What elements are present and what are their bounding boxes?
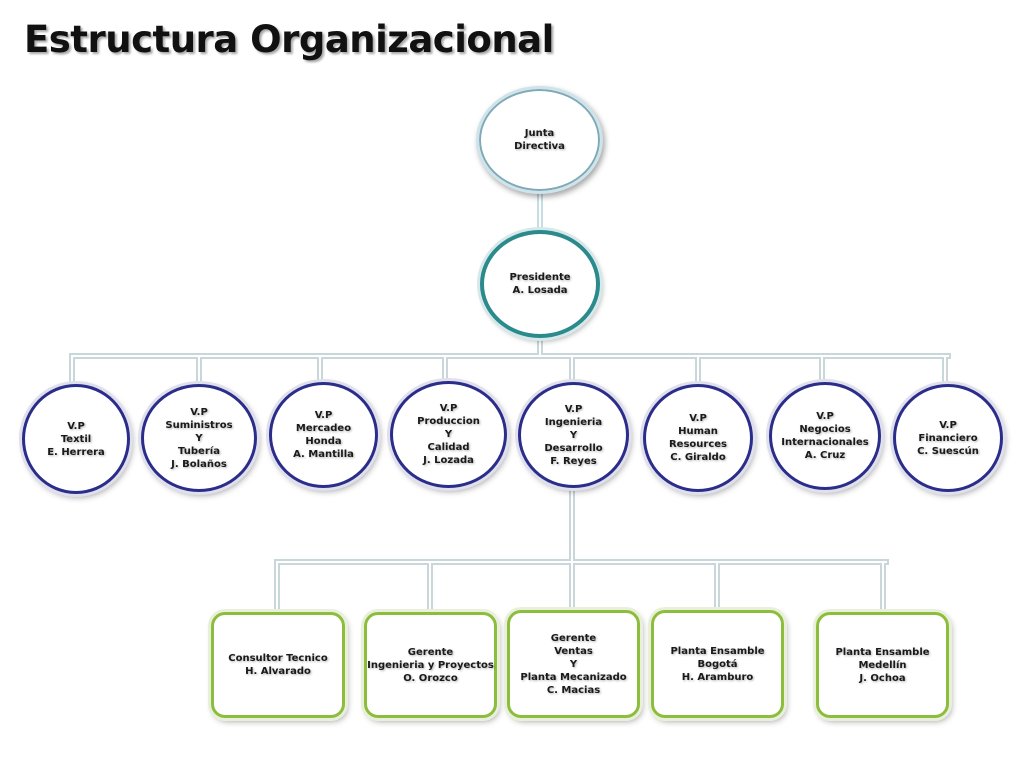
vp-node: V.P Human Resources C. Giraldo (643, 384, 753, 492)
manager-node: Gerente Ventas Y Planta Mecanizado C. Ma… (507, 610, 640, 718)
connector-vp-managers (274, 485, 889, 615)
manager-node: Consultor Tecnico H. Alvarado (211, 612, 345, 718)
vp-node: V.P Produccion Y Calidad J. Lozada (390, 381, 507, 488)
board-node: Junta Directiva (476, 86, 603, 194)
manager-node: Planta Ensamble Medellín J. Ochoa (816, 612, 949, 718)
vp-node: V.P Ingenieria Y Desarrollo F. Reyes (518, 382, 629, 488)
vp-node: V.P Financiero C. Suescún (893, 384, 1003, 492)
page-title: Estructura Organizacional (24, 18, 554, 61)
vp-node: V.P Negocios Internacionales A. Cruz (769, 382, 881, 490)
president-node: Presidente A. Losada (480, 230, 600, 338)
vp-node: V.P Suministros Y Tubería J. Bolaños (141, 384, 257, 492)
vp-node: V.P Mercadeo Honda A. Mantilla (269, 382, 378, 488)
vp-node: V.P Textil E. Herrera (22, 384, 130, 494)
connector-president-vps (69, 335, 951, 387)
manager-node: Planta Ensamble Bogotá H. Aramburo (651, 610, 784, 718)
manager-node: Gerente Ingenieria y Proyectos O. Orozco (364, 612, 497, 718)
